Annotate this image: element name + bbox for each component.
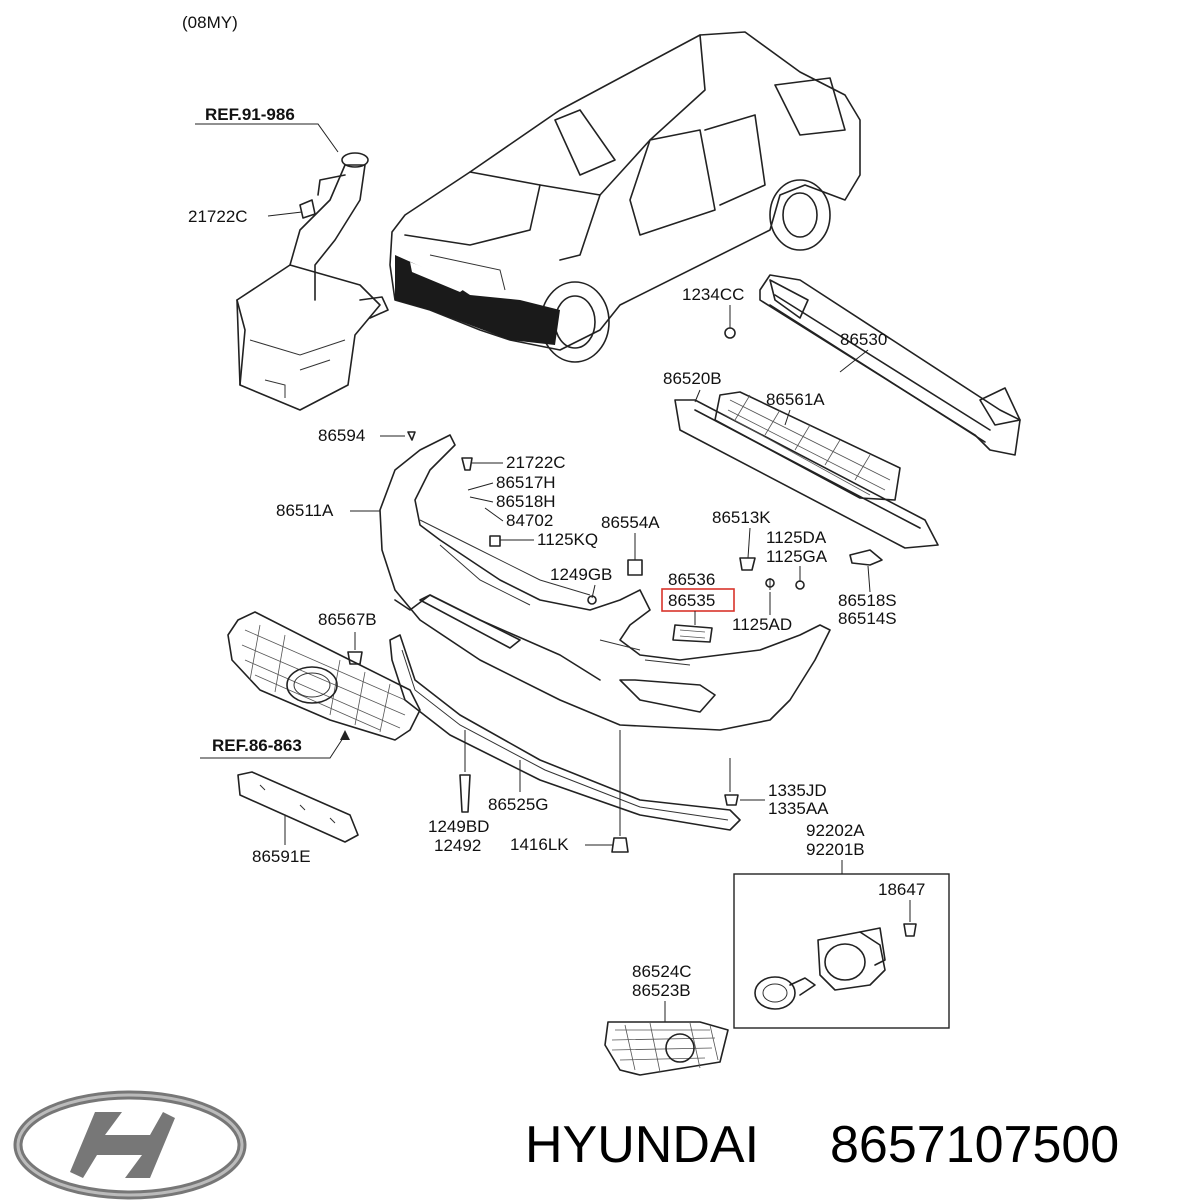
hyundai-logo-icon xyxy=(13,1090,247,1200)
label-86567B: 86567B xyxy=(318,610,377,629)
label-86536: 86536 xyxy=(668,570,715,589)
label-1234CC: 1234CC xyxy=(682,285,744,304)
label-86561A: 86561A xyxy=(766,390,825,409)
label-86513K: 86513K xyxy=(712,508,771,527)
label-86594: 86594 xyxy=(318,426,365,445)
label-86554A: 86554A xyxy=(601,513,660,532)
label-86523B: 86523B xyxy=(632,981,691,1000)
fog-lamp-assembly-box xyxy=(733,873,950,1029)
ref-91-986-label: REF.91-986 xyxy=(205,105,295,124)
label-92201B: 92201B xyxy=(806,840,865,859)
radiator-grille-drawing xyxy=(227,611,421,741)
label-86517H: 86517H xyxy=(496,473,556,492)
label-21722C-b: 21722C xyxy=(506,453,566,472)
license-plate-bracket-drawing xyxy=(237,771,359,843)
label-86511A: 86511A xyxy=(276,501,334,520)
lower-lip-strip-drawing xyxy=(389,634,741,831)
bumper-cover-drawing xyxy=(379,434,831,731)
label-1416LK: 1416LK xyxy=(510,835,569,854)
label-86514S: 86514S xyxy=(838,609,897,628)
reinforcement-beam-drawing xyxy=(759,274,1021,456)
label-86520B: 86520B xyxy=(663,369,722,388)
label-1125GA: 1125GA xyxy=(766,547,828,566)
vehicle-illustration xyxy=(389,31,861,363)
highlighted-part-box xyxy=(661,588,735,612)
lower-grille-mesh-drawing xyxy=(714,391,901,501)
label-1125DA: 1125DA xyxy=(766,528,827,547)
label-1335JD: 1335JD xyxy=(768,781,827,800)
model-year-label: (08MY) xyxy=(182,13,238,32)
label-18647: 18647 xyxy=(878,880,925,899)
ref-86-863-label: REF.86-863 xyxy=(212,736,302,755)
label-1249BD: 1249BD xyxy=(428,817,489,836)
label-92202A: 92202A xyxy=(806,821,865,840)
label-86530: 86530 xyxy=(840,330,887,349)
label-86518S: 86518S xyxy=(838,591,897,610)
brand-name: HYUNDAI xyxy=(525,1116,759,1174)
label-1125KQ: 1125KQ xyxy=(537,530,598,549)
label-86524C: 86524C xyxy=(632,962,692,981)
label-86535: 86535 xyxy=(668,591,715,610)
part-number: 8657107500 xyxy=(830,1116,1119,1174)
fog-lamp-cover-drawing xyxy=(604,1021,729,1076)
label-1249GB: 1249GB xyxy=(550,565,612,584)
label-86525G: 86525G xyxy=(488,795,549,814)
label-1335AA: 1335AA xyxy=(768,799,829,818)
label-86518H: 86518H xyxy=(496,492,556,511)
fog-lamp-drawing xyxy=(754,927,886,1010)
label-1125AD: 1125AD xyxy=(732,615,792,634)
label-84702: 84702 xyxy=(506,511,553,530)
washer-reservoir-drawing xyxy=(236,152,389,411)
label-86591E: 86591E xyxy=(252,847,311,866)
label-12492: 12492 xyxy=(434,836,481,855)
label-21722C-a: 21722C xyxy=(188,207,248,226)
